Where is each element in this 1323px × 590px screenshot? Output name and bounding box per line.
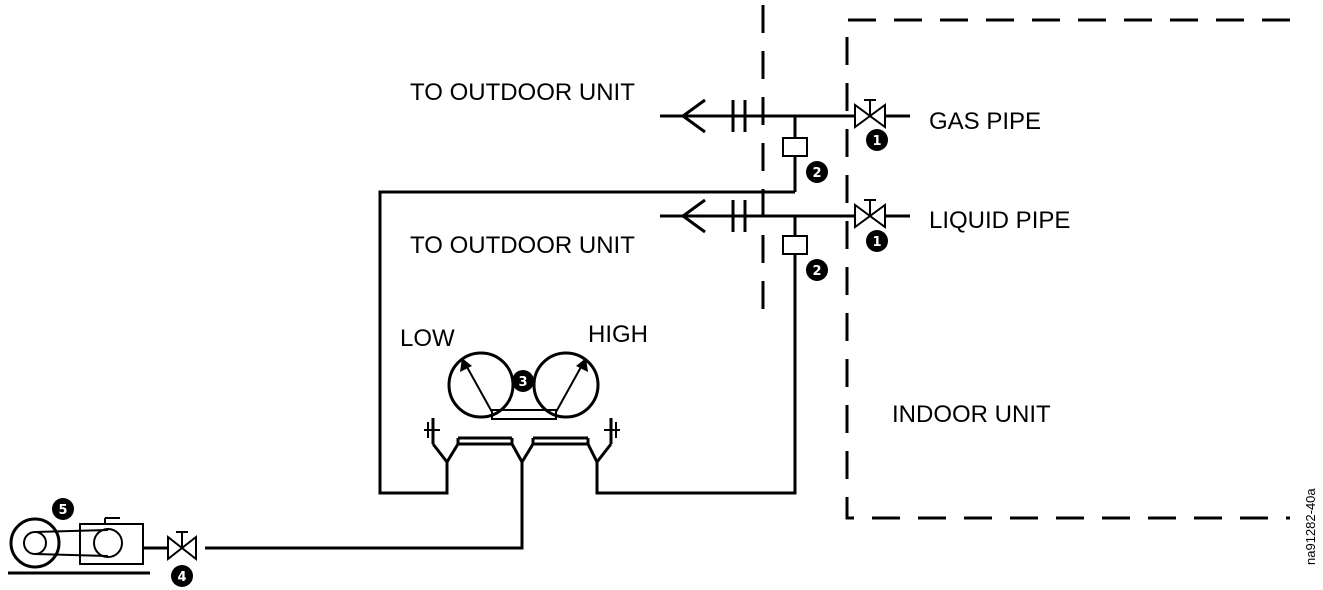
svg-text:2: 2 [812, 166, 821, 181]
indoor-unit-box [845, 18, 1290, 520]
low-label: LOW [400, 325, 455, 352]
gas-pipe-label: GAS PIPE [929, 108, 1041, 135]
svg-text:4: 4 [177, 570, 186, 585]
manifold-high-valve[interactable] [600, 414, 626, 444]
liquid-pipe-label: LIQUID PIPE [929, 207, 1070, 234]
svg-text:2: 2 [812, 264, 821, 279]
to-outdoor-unit-top-label: TO OUTDOOR UNIT [410, 79, 635, 106]
high-side-hose [595, 254, 797, 495]
high-pressure-gauge [532, 351, 600, 419]
high-label: HIGH [588, 321, 648, 348]
low-side-hose [378, 190, 795, 495]
marker-1-liquid: 1 [866, 230, 888, 252]
marker-3-gauge: 3 [512, 370, 534, 392]
manifold-low-valve[interactable] [420, 414, 446, 444]
liquid-service-port[interactable] [782, 216, 808, 255]
svg-text:5: 5 [58, 503, 67, 518]
marker-2-gas: 2 [806, 161, 828, 183]
marker-1-gas: 1 [866, 129, 888, 151]
reference-code: na91282-40a [1303, 488, 1318, 565]
low-pressure-gauge [447, 351, 515, 419]
svg-text:1: 1 [872, 134, 881, 149]
svg-text:3: 3 [518, 375, 527, 390]
marker-5-pump: 5 [52, 498, 74, 520]
center-hose [205, 474, 524, 550]
liquid-pipe-line [660, 198, 910, 234]
liquid-stop-valve[interactable] [854, 199, 886, 229]
gas-service-port[interactable] [782, 116, 808, 192]
gas-pipe-line [660, 98, 910, 134]
indoor-unit-label: INDOOR UNIT [892, 401, 1051, 428]
svg-text:1: 1 [872, 235, 881, 250]
gauge-manifold [424, 409, 620, 474]
vacuum-pump [8, 517, 150, 575]
vacuum-pump-valve[interactable] [143, 531, 197, 562]
gas-stop-valve[interactable] [854, 99, 886, 129]
marker-2-liquid: 2 [806, 259, 828, 281]
to-outdoor-unit-bottom-label: TO OUTDOOR UNIT [410, 232, 635, 259]
marker-4-valve: 4 [171, 565, 193, 587]
